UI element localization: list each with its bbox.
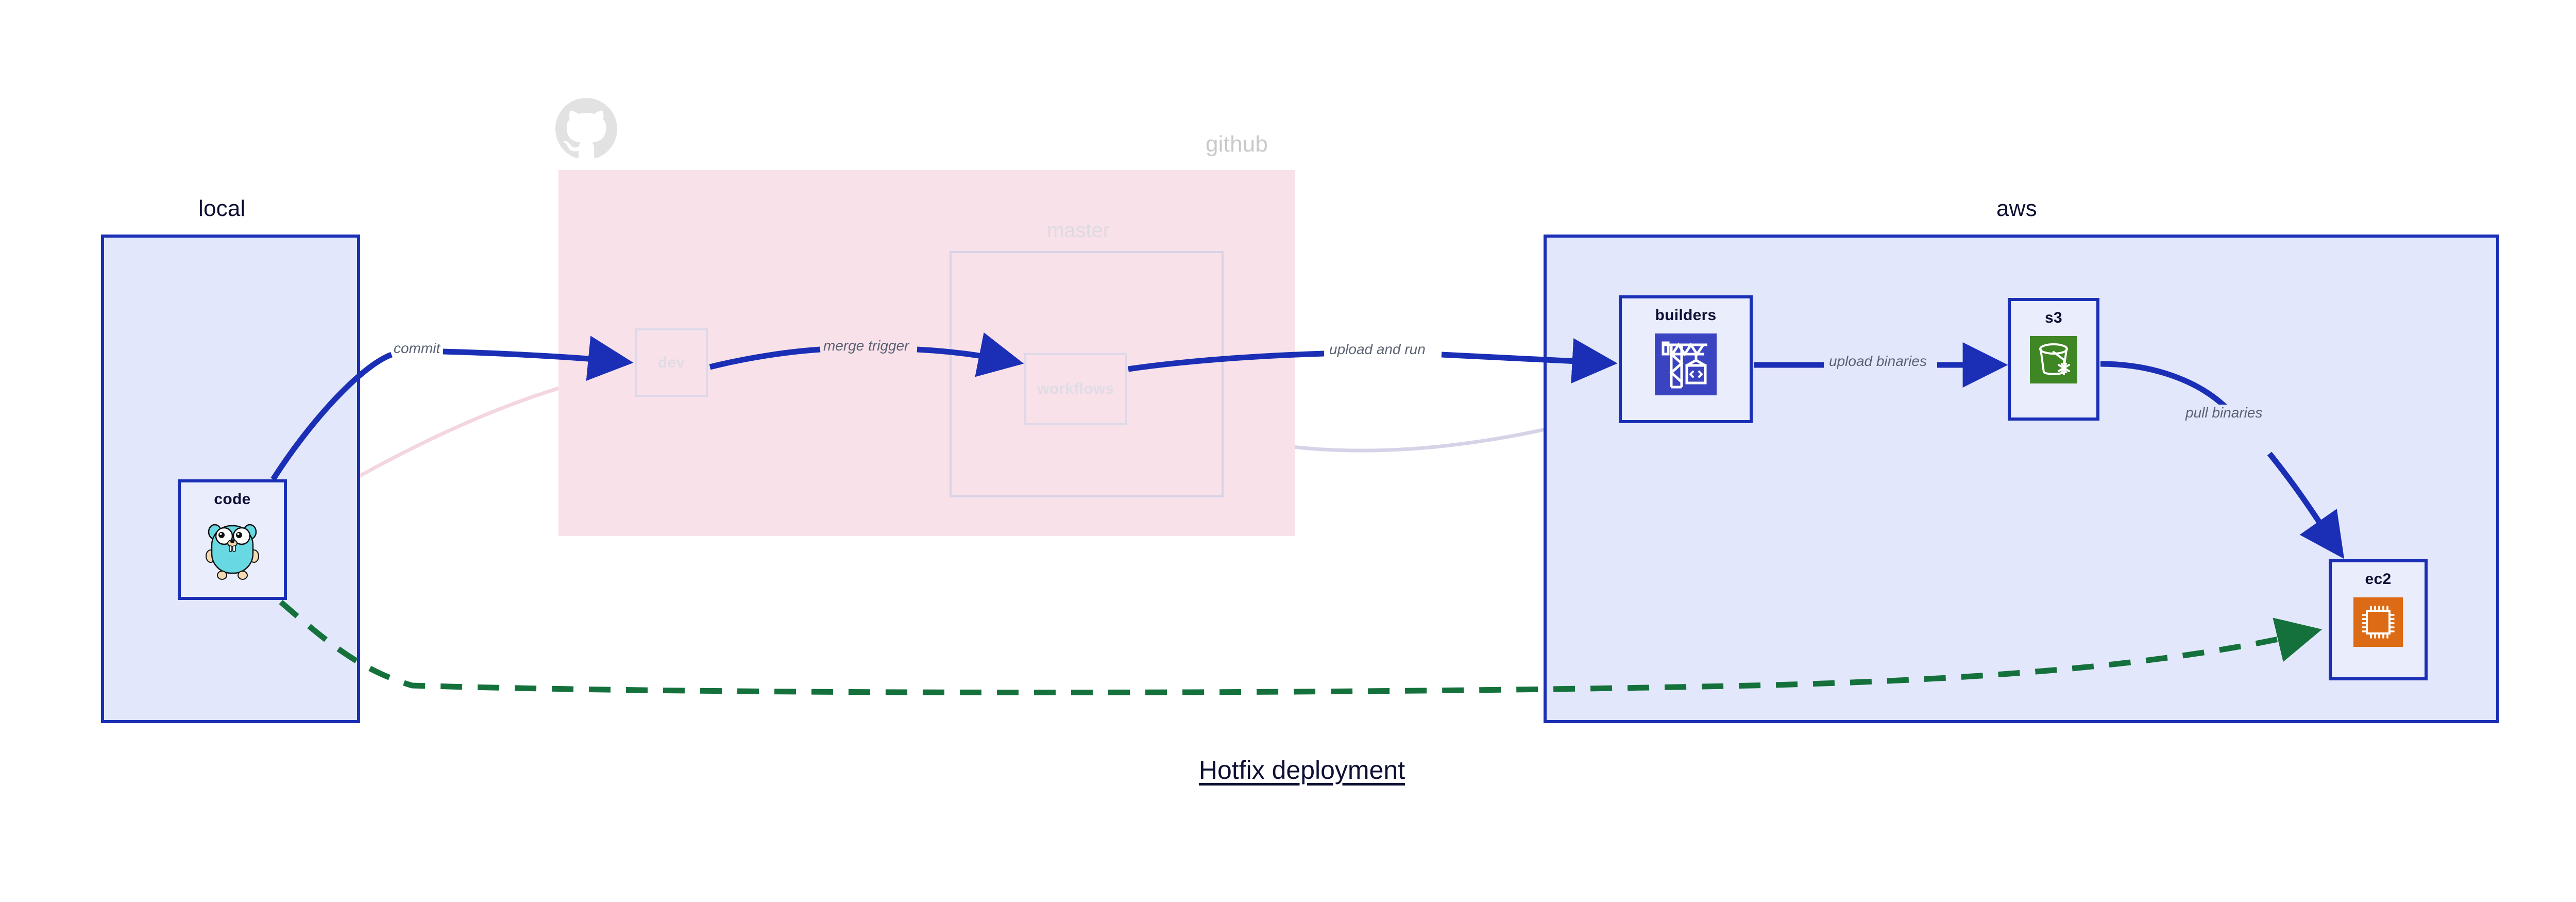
node-builders[interactable]: builders [1619,295,1753,423]
edge-label-pull-binaries: pull binaries [2184,405,2264,421]
subgroup-master [950,251,1224,497]
node-dev-label: dev [657,354,685,371]
crane-code-icon [1655,333,1717,398]
github-octocat-icon [555,98,617,162]
edge-label-commit: commit [393,340,442,357]
node-s3[interactable]: s3 [2008,298,2099,421]
edge-label-merge-trigger: merge trigger [822,338,910,354]
group-local [101,235,360,723]
node-workflows[interactable]: workflows [1024,353,1127,425]
node-code[interactable]: code [178,479,287,600]
node-code-label: code [214,491,251,508]
diagram-title: Hotfix deployment [1198,756,1405,784]
node-ec2-label: ec2 [2365,571,2392,588]
cpu-chip-icon [2353,597,2403,649]
edge-label-upload-binaries: upload binaries [1828,353,1928,370]
subgroup-title-master: master [1047,219,1110,242]
node-workflows-label: workflows [1037,380,1114,397]
group-title-aws: aws [1996,196,2037,221]
go-gopher-icon [202,517,262,583]
edge-label-upload-and-run: upload and run [1328,341,1427,358]
s3-bucket-glacier-icon [2030,336,2077,386]
node-builders-label: builders [1655,307,1717,324]
group-title-local: local [198,196,246,221]
node-s3-label: s3 [2045,309,2062,326]
node-dev[interactable]: dev [635,328,708,397]
group-title-github: github [1206,131,1268,157]
node-ec2[interactable]: ec2 [2329,559,2428,680]
